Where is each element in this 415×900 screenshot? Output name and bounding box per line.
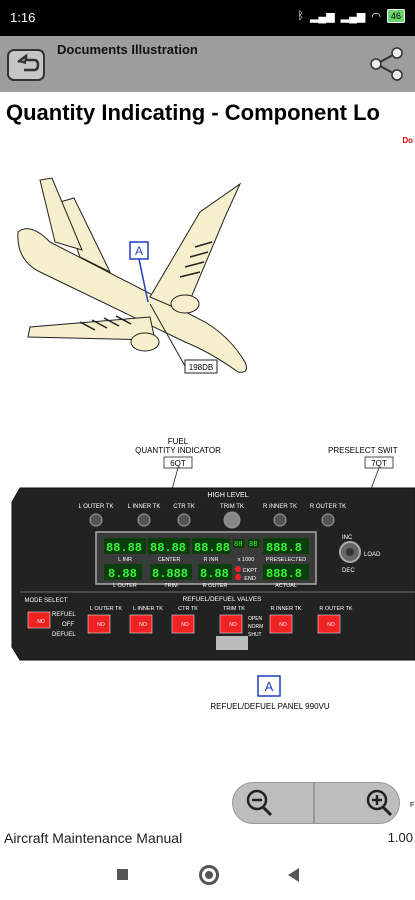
digit-trim: 8.888 [152, 567, 188, 581]
red-note: Do [402, 136, 413, 145]
system-nav-bar [0, 849, 415, 900]
label-inc: INC [342, 535, 353, 541]
status-bar: 1:16 ᛒ ▂▄▆ ▂▄▆ ◠ 46 [0, 0, 415, 36]
status-time: 1:16 [10, 10, 36, 25]
label-l-outer: L OUTER [113, 583, 137, 589]
document-view[interactable]: Quantity Indicating - Component Lo Do A … [0, 92, 415, 827]
top-tank-label: L INNER TK [128, 504, 161, 510]
zoom-out-button[interactable] [232, 782, 314, 824]
footer-bar: Aircraft Maintenance Manual 1.00 [0, 827, 415, 849]
label-defuel: DEFUEL [52, 632, 76, 638]
label-valves-title: REFUEL/DEFUEL VALVES [183, 596, 263, 603]
back-button[interactable] [6, 48, 46, 82]
label-ckpt: CKPT [243, 568, 258, 574]
label-end: END [244, 576, 256, 582]
callout-198db: 198DB [189, 363, 213, 372]
label-refuel: REFUEL [52, 612, 76, 618]
share-icon [370, 47, 403, 81]
signal-icon: ▂▄▆ [309, 10, 335, 23]
right-edge-mark: F [410, 802, 414, 809]
top-tank-label: CTR TK [173, 504, 195, 510]
share-button[interactable] [369, 46, 405, 82]
back-triangle-icon[interactable] [288, 868, 299, 882]
digit-preselected: 888.8 [266, 541, 302, 555]
switch-text: NO [181, 622, 189, 628]
digit-actual: 888.8 [266, 567, 302, 581]
switch-text: NO [229, 622, 237, 628]
valve-tank-label: L OUTER TK [90, 606, 122, 612]
top-tank-label: R INNER TK [263, 504, 297, 510]
zoom-in-icon [366, 789, 393, 817]
label-x1000: x 1000 [238, 557, 255, 563]
label-load: LOAD [364, 552, 381, 558]
fuel-label-1: FUEL [168, 437, 189, 446]
preselect-ref: 7QT [371, 459, 387, 468]
refuel-panel: HIGH LEVEL L OUTER TK L INNER TK CTR TK … [11, 487, 415, 661]
preselect-label: PRESELECT SWIT [328, 446, 398, 455]
zoom-out-icon [246, 789, 273, 817]
top-tank-label: R OUTER TK [310, 504, 346, 510]
digit-l-outer: 8.88 [108, 567, 137, 581]
label-norm: NORM [248, 624, 263, 630]
digit-center: 88.88 [150, 541, 186, 555]
footer-rev: 1.00 [387, 830, 413, 845]
label-open: OPEN [248, 616, 263, 622]
label-preselected: PRESELECTED [266, 557, 306, 563]
label-actual: ACTUAL [275, 583, 297, 589]
switch-text: NO [139, 622, 147, 628]
panel-caption: REFUEL/DEFUEL PANEL 990VU [210, 702, 330, 711]
status-icons: ᛒ ▂▄▆ ▂▄▆ ◠ 46 [297, 9, 405, 23]
callout-a-bottom: A [265, 679, 274, 694]
battery-icon: 46 [386, 9, 405, 23]
valve-tank-label: L INNER TK [133, 606, 163, 612]
label-r-outer: R OUTER [203, 583, 228, 589]
high-level-label: HIGH LEVEL [207, 492, 248, 499]
page-title: Documents Illustration [57, 42, 198, 57]
label-l-inr: L INR [118, 557, 132, 563]
footer-label: Aircraft Maintenance Manual [4, 830, 183, 846]
switch-text: NO [279, 622, 287, 628]
fuel-label-2: QUANTITY INDICATOR [135, 446, 221, 455]
wifi-icon: ◠ [371, 10, 381, 23]
callout-a-label: A [135, 244, 143, 258]
valve-tank-label: R OUTER TK [319, 606, 353, 612]
valve-tank-label: CTR TK [178, 606, 198, 612]
switch-text: NO [327, 622, 335, 628]
label-shut: SHUT [248, 632, 262, 638]
fuel-ref: 6QT [170, 459, 186, 468]
label-dec: DEC [342, 568, 355, 574]
diagram: A 198DB FUEL QUANTITY INDICATOR 6QT PRES… [11, 177, 415, 809]
label-r-inr: R INR [204, 557, 219, 563]
digit-l-inr: 88.88 [106, 541, 142, 555]
label-off: OFF [62, 622, 74, 628]
switch-text: NO [97, 622, 105, 628]
top-tank-label: L OUTER TK [78, 504, 113, 510]
digit-small-1: 88 [234, 541, 242, 549]
switch-text: NO [37, 619, 45, 625]
bluetooth-icon: ᛒ [297, 10, 304, 22]
label-center: CENTER [158, 557, 181, 563]
digit-r-outer: 8.88 [200, 567, 229, 581]
document-title: Quantity Indicating - Component Lo [6, 100, 380, 125]
valve-tank-label: TRIM TK [223, 606, 245, 612]
label-mode-select: MODE SELECT [24, 598, 67, 604]
label-trim: TRIM [164, 583, 178, 589]
valve-tank-label: R INNER TK [270, 606, 301, 612]
airplane-illustration [17, 177, 247, 373]
digit-r-inr: 88.88 [194, 541, 230, 555]
recents-square-icon[interactable] [117, 869, 128, 880]
home-circle-icon[interactable] [199, 865, 219, 885]
zoom-in-button[interactable] [314, 782, 400, 824]
signal-icon-2: ▂▄▆ [340, 10, 366, 23]
top-tank-label: TRIM TK [220, 504, 244, 510]
digit-small-2: 88 [249, 541, 257, 549]
app-bar: Documents Illustration [0, 36, 415, 92]
back-arrow-icon [7, 49, 45, 81]
